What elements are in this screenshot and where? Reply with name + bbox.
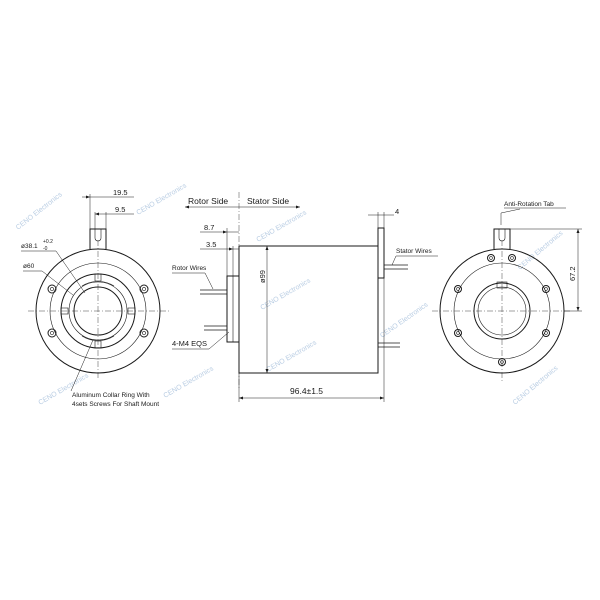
front-mount-hole	[47, 284, 57, 294]
side-view: Rotor Side Stator Side	[172, 192, 438, 402]
rear-view: Anti-Rotation Tab 67.2	[432, 201, 582, 382]
collar-screw	[60, 307, 69, 315]
collar-screw	[94, 273, 102, 282]
rear-mount-hole	[542, 329, 550, 337]
watermark-6: CENO Electronics	[379, 301, 430, 339]
rotor-wires-label: Rotor Wires	[172, 265, 207, 272]
stator-wires-label: Stator Wires	[396, 248, 433, 255]
front-collar-slot	[81, 335, 115, 341]
watermark-1: CENO Electronics	[15, 191, 64, 232]
side-rotor-step	[232, 275, 240, 343]
dim-bore-diameter: ø38.1	[21, 243, 38, 250]
front-tab-slot	[94, 229, 102, 242]
dim-bore-tol-upper: +0.2	[43, 239, 53, 245]
dim-body-diameter: ø99	[258, 270, 267, 283]
front-mount-hole	[139, 328, 149, 338]
rear-mount-hole	[542, 285, 550, 293]
side-main-body	[238, 245, 379, 374]
dim-tab-height: 67.2	[568, 266, 577, 281]
side-stator-tab	[377, 227, 385, 279]
collar-screw	[94, 340, 102, 349]
collar-note-line1: Aluminum Collar Ring With	[72, 392, 150, 399]
watermark-2: CENO Electronics	[136, 182, 189, 217]
watermark-3: CENO Electronics	[256, 209, 309, 244]
collar-screw	[127, 307, 136, 315]
rotor-wires	[200, 289, 227, 331]
rear-mount-hole	[498, 358, 506, 366]
watermark-9: CENO Electronics	[163, 365, 216, 400]
dim-tab-thickness: 4	[395, 207, 399, 216]
dim-step: 3.5	[206, 240, 216, 249]
dim-tab-slot: 9.5	[115, 205, 125, 214]
front-mount-hole	[139, 284, 149, 294]
dim-flange-diameter: ø60	[23, 263, 35, 270]
dim-body-length: 96.4±1.5	[290, 386, 323, 396]
rear-tab-slot	[498, 229, 506, 242]
mount-holes-label: 4-M4 EQS	[172, 339, 207, 348]
front-collar-slot	[81, 281, 115, 287]
rear-bore-inner	[477, 286, 527, 336]
anti-rotation-tab-label: Anti-Rotation Tab	[504, 201, 554, 208]
rotor-side-label: Rotor Side	[188, 196, 228, 206]
front-collar-inner	[68, 281, 128, 341]
rear-anti-rotation-tab	[493, 228, 511, 249]
dim-bore-tol-lower: -0	[43, 246, 48, 252]
front-view: 19.5 9.5 ø38.1 +0.2 -0 ø60 Aluminum Coll…	[21, 188, 170, 408]
watermark-4: CENO Electronics	[260, 277, 313, 312]
watermark-7: CENO Electronics	[517, 230, 565, 272]
rear-mount-hole	[508, 254, 516, 262]
front-bore	[73, 286, 123, 336]
front-mount-hole	[47, 328, 57, 338]
rear-mount-hole	[454, 329, 462, 337]
rear-key-notch	[496, 281, 508, 289]
rear-mount-hole	[454, 285, 462, 293]
rear-bore-outer	[473, 282, 531, 340]
front-anti-rotation-tab	[89, 228, 107, 249]
stator-wires	[378, 264, 408, 348]
stator-side-label: Stator Side	[247, 196, 289, 206]
collar-note-line2: 4sets Screws For Shaft Mount	[72, 401, 159, 408]
front-bolt-circle	[49, 262, 147, 360]
front-outer-circle	[35, 248, 161, 374]
rear-mount-hole	[487, 254, 495, 262]
dim-tab-width: 19.5	[113, 188, 128, 197]
watermark-5: CENO Electronics	[266, 339, 319, 374]
dim-flange-thickness: 8.7	[204, 223, 214, 232]
